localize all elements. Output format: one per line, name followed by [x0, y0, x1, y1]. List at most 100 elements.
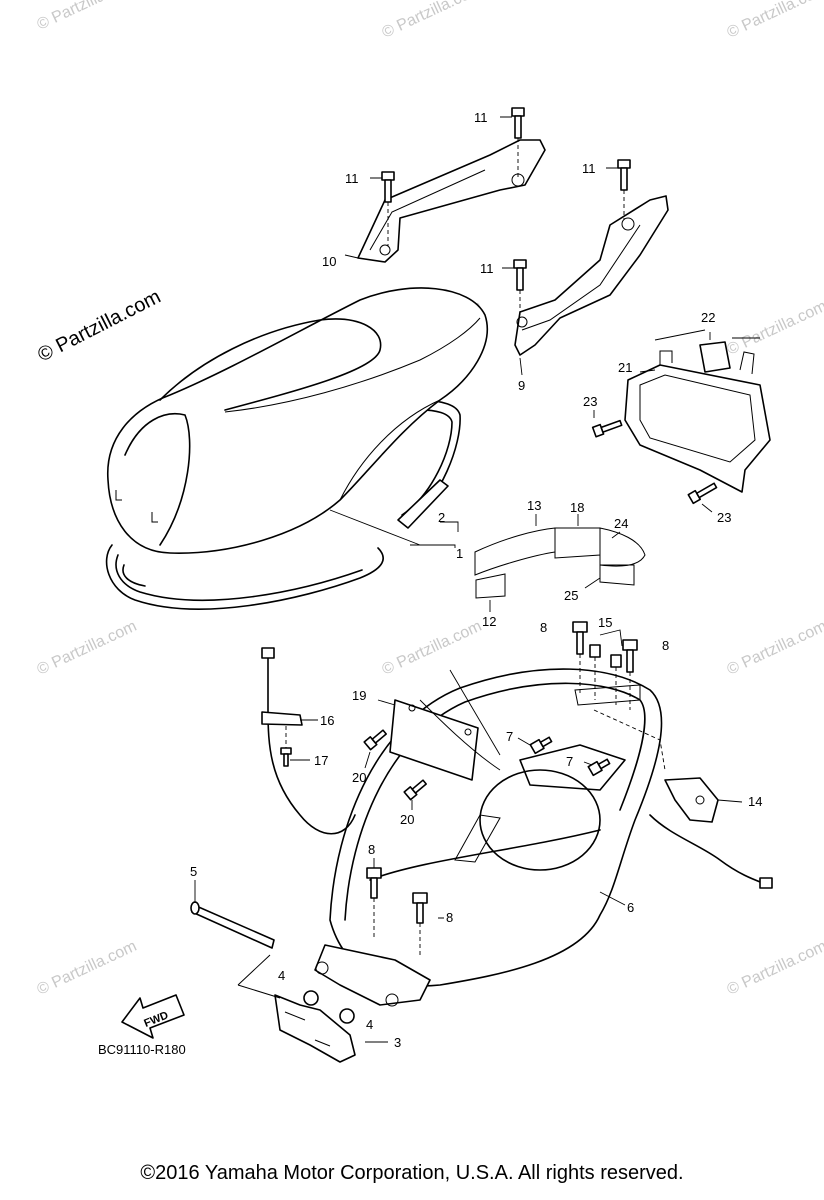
callout-9: 9 [518, 378, 525, 393]
callout-3: 3 [394, 1035, 401, 1050]
callout-21: 21 [618, 360, 632, 375]
callout-7: 7 [506, 729, 513, 744]
grab-bar-9-inner [521, 224, 641, 331]
hinge-hole [315, 961, 329, 975]
grab-bar-10-inner [369, 169, 486, 251]
bolt [591, 419, 623, 438]
clamp-16 [261, 711, 303, 726]
callouts: 11 11 11 11 10 9 22 21 23 23 2 1 13 18 2… [190, 110, 762, 1050]
storage-box-hinge [314, 944, 431, 1006]
decal-13 [474, 527, 556, 576]
grab-bar-9-hole2 [621, 217, 635, 231]
callout-22: 22 [701, 310, 715, 325]
nut-15 [610, 654, 622, 668]
callout-17: 17 [314, 753, 328, 768]
collar-4 [303, 990, 319, 1006]
callout-16: 16 [320, 713, 334, 728]
rod-5-head [190, 901, 200, 915]
partzilla-watermark: © Partzilla.com [34, 286, 164, 367]
callout-13: 13 [527, 498, 541, 513]
cable-end-top [261, 647, 275, 659]
seat-release-cable [267, 649, 356, 835]
storage-box-slot [454, 814, 501, 863]
watermark: © Partzilla.com [725, 938, 824, 999]
seat-seam [224, 317, 481, 413]
assembly-guide [237, 954, 281, 999]
callout-8: 8 [662, 638, 669, 653]
storage-box-inner-wall [369, 829, 601, 881]
storage-box-6 [329, 668, 663, 987]
tray-21-inner [639, 374, 756, 463]
grab-bar-right [514, 195, 669, 356]
plate-19 [389, 699, 479, 781]
bolt [513, 259, 527, 291]
bolt [511, 107, 525, 139]
collar-4 [339, 1008, 355, 1024]
watermark: © Partzilla.com [725, 298, 824, 359]
copyright-notice: ©2016 Yamaha Motor Corporation, U.S.A. A… [140, 1162, 684, 1184]
grab-bar-10 [357, 139, 546, 263]
watermark: © Partzilla.com [725, 618, 824, 679]
callout-12: 12 [482, 614, 496, 629]
seat-lock-14 [664, 777, 719, 823]
callout-10: 10 [322, 254, 336, 269]
lock-hole [695, 795, 705, 805]
callout-24: 24 [614, 516, 628, 531]
callout-18: 18 [570, 500, 584, 515]
cable-end [759, 877, 773, 889]
bolt [572, 621, 588, 655]
bolt [622, 639, 638, 673]
storage-box-top-rail [574, 684, 641, 706]
cover-22 [699, 341, 731, 373]
leader-lines [194, 254, 760, 1043]
callout-11: 11 [345, 171, 359, 186]
seat-side-seam [339, 399, 441, 501]
seat-rider-contour [159, 318, 382, 411]
decal-24 [599, 527, 646, 567]
callout-8: 8 [368, 842, 375, 857]
watermark: © Partzilla.com [35, 0, 140, 34]
rod-5 [191, 904, 275, 949]
seat-hinge-tab [115, 490, 158, 523]
screw [529, 736, 553, 755]
storage-box-well [479, 769, 601, 871]
diagram-code: BC91110-R180 [98, 1042, 186, 1057]
plate-hole [408, 704, 416, 712]
callout-15: 15 [598, 615, 612, 630]
screw [363, 729, 387, 751]
bracket-3-slot [284, 1011, 331, 1047]
watermark: © Partzilla.com [35, 618, 140, 679]
seat-assembly [105, 287, 488, 610]
storage-box [314, 668, 663, 1007]
watermark: © Partzilla.com [380, 618, 485, 679]
forward-arrow-icon: FWD [121, 994, 185, 1039]
seat-lock-cable [649, 814, 769, 886]
bolt [687, 482, 718, 505]
callout-8: 8 [446, 910, 453, 925]
bolt [617, 159, 631, 191]
callout-11: 11 [474, 110, 488, 125]
seat-trim-band [105, 544, 384, 610]
callout-23: 23 [717, 510, 731, 525]
grab-bar-left [357, 139, 546, 263]
callout-7: 7 [566, 754, 573, 769]
seat-strip [397, 479, 449, 529]
callout-4: 4 [366, 1017, 373, 1032]
seat-trim-band-inner2 [122, 564, 146, 587]
callout-1: 1 [456, 546, 463, 561]
hinge-hole [385, 993, 399, 1007]
callout-20: 20 [352, 770, 366, 785]
nut-15 [589, 644, 601, 658]
callout-11: 11 [480, 261, 494, 276]
callout-20: 20 [400, 812, 414, 827]
callout-23: 23 [583, 394, 597, 409]
callout-5: 5 [190, 864, 197, 879]
tray-assembly [591, 332, 771, 513]
screw [280, 747, 292, 767]
screw [403, 779, 427, 801]
grab-bar-10-hole [379, 244, 391, 256]
seat-trim-band-inner [115, 554, 363, 601]
callout-19: 19 [352, 688, 366, 703]
decal-25 [599, 564, 635, 586]
